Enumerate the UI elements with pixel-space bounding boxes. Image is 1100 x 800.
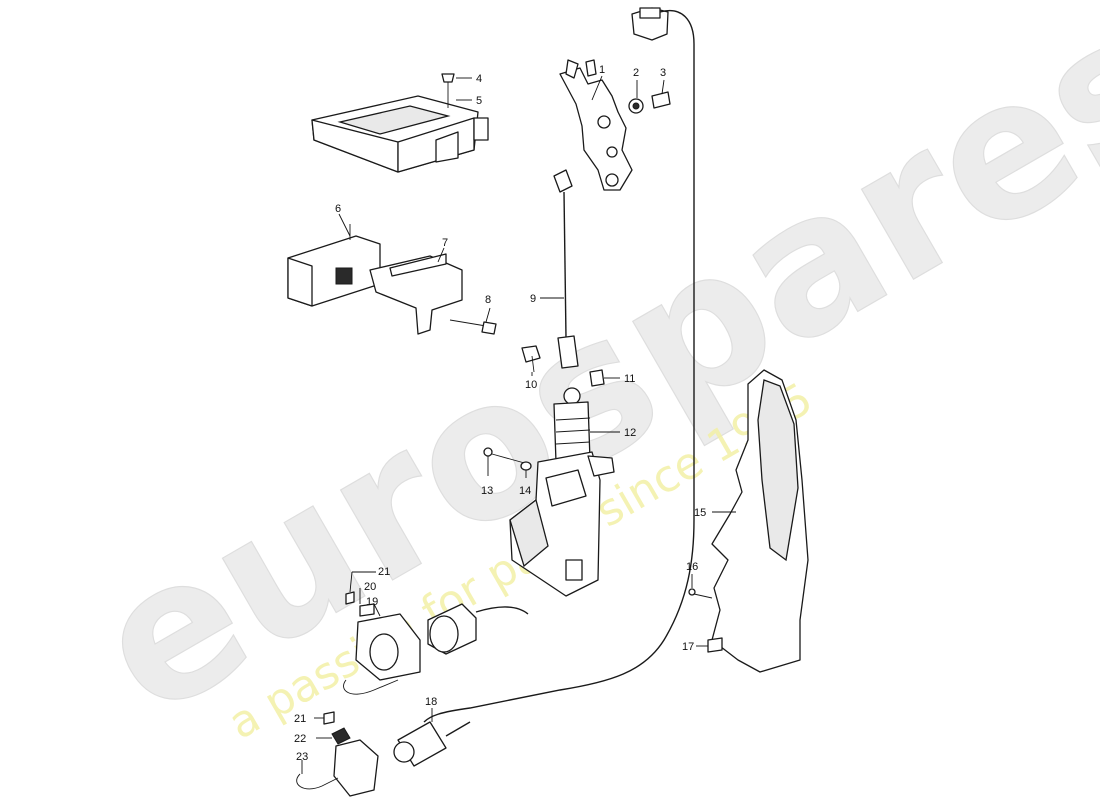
- release-cable: [423, 7, 695, 723]
- callout-22: 22: [294, 733, 306, 745]
- callouts: 1 2 3 4 5 6 7 8 9 10 11 12 13: [294, 64, 736, 774]
- callout-4: 4: [476, 73, 482, 85]
- trim-panel: [688, 369, 809, 673]
- callout-14: 14: [519, 485, 531, 497]
- callout-12: 12: [624, 427, 636, 439]
- callout-7: 7: [442, 237, 448, 249]
- plug-assembly: [296, 591, 529, 797]
- callout-17: 17: [682, 641, 694, 653]
- callout-18: 18: [425, 696, 437, 708]
- callout-19: 19: [366, 596, 378, 608]
- callout-9: 9: [530, 293, 536, 305]
- relay-box: [287, 224, 497, 335]
- callout-15: 15: [694, 507, 706, 519]
- lock-mechanism: [559, 59, 671, 191]
- callout-6: 6: [335, 203, 341, 215]
- callout-13: 13: [481, 485, 493, 497]
- callout-8: 8: [485, 294, 491, 306]
- callout-10: 10: [525, 379, 537, 391]
- callout-11: 11: [624, 373, 635, 385]
- callout-5: 5: [476, 95, 482, 107]
- callout-1: 1: [599, 64, 605, 76]
- push-rod: [553, 169, 579, 369]
- fasteners-upper: [521, 345, 605, 387]
- callout-16: 16: [686, 561, 698, 573]
- callout-21-upper: 21: [378, 566, 390, 578]
- callout-21-lower: 21: [294, 713, 306, 725]
- callout-3: 3: [660, 67, 666, 79]
- cable-connector: [393, 721, 471, 767]
- callout-20: 20: [364, 581, 376, 593]
- callout-23: 23: [296, 751, 308, 763]
- control-unit: [311, 73, 489, 173]
- callout-2: 2: [633, 67, 639, 79]
- actuator: [509, 387, 615, 597]
